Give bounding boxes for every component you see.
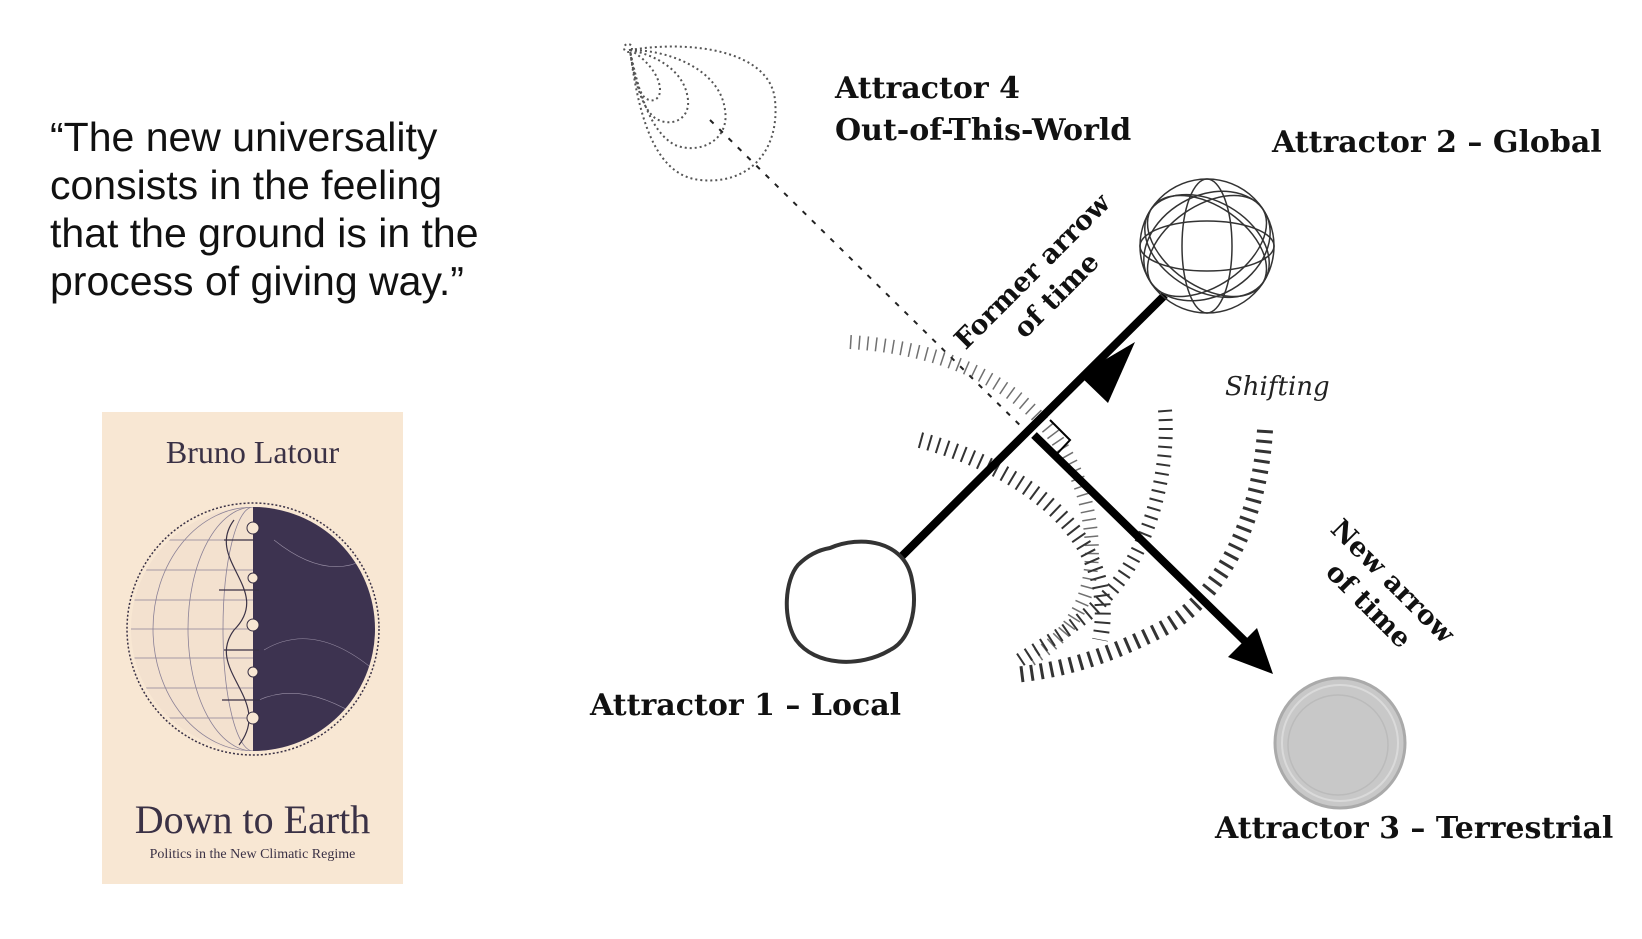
quote-text: “The new universality consists in the fe… [50, 113, 520, 305]
quote-line: consists in the feeling [50, 162, 443, 208]
quote-line: that the ground is in the [50, 210, 479, 256]
attractor-2-shape [1139, 178, 1275, 314]
book-subtitle: Politics in the New Climatic Regime [149, 847, 356, 862]
attractor-1-shape [784, 539, 916, 664]
attractor-1-label: Attractor 1 – Local [590, 688, 902, 723]
globe-illustration [126, 502, 380, 756]
diagram-canvas [623, 43, 1407, 810]
attractors-diagram: Attractor 4 Out-of-This-World Attractor … [560, 20, 1620, 920]
shifting-label: Shifting [1225, 372, 1330, 402]
right-angle-marker [1049, 419, 1072, 457]
attractor-4-line1: Attractor 4 [835, 71, 1020, 106]
new-arrow-head [1228, 628, 1273, 674]
former-dashed-line [709, 119, 1036, 441]
book-cover: Bruno Latour [102, 412, 403, 884]
book-author: Bruno Latour [165, 434, 340, 470]
quote-line: process of giving way.” [50, 258, 464, 304]
attractor-4-shape [623, 43, 777, 182]
shifting-hatches [849, 335, 1273, 683]
former-arrow-line [899, 292, 1168, 559]
attractor-3-label: Attractor 3 – Terrestrial [1215, 811, 1614, 846]
attractor-3-shape [1273, 676, 1407, 810]
quote-line: “The new universality [50, 114, 438, 160]
new-arrow-line [1031, 432, 1258, 654]
attractor-4-label: Attractor 4 Out-of-This-World [835, 68, 1131, 152]
attractor-2-label: Attractor 2 – Global [1272, 125, 1602, 160]
former-arrow-head [1079, 342, 1135, 403]
book-title: Down to Earth [134, 797, 371, 842]
attractor-4-line2: Out-of-This-World [835, 113, 1132, 148]
